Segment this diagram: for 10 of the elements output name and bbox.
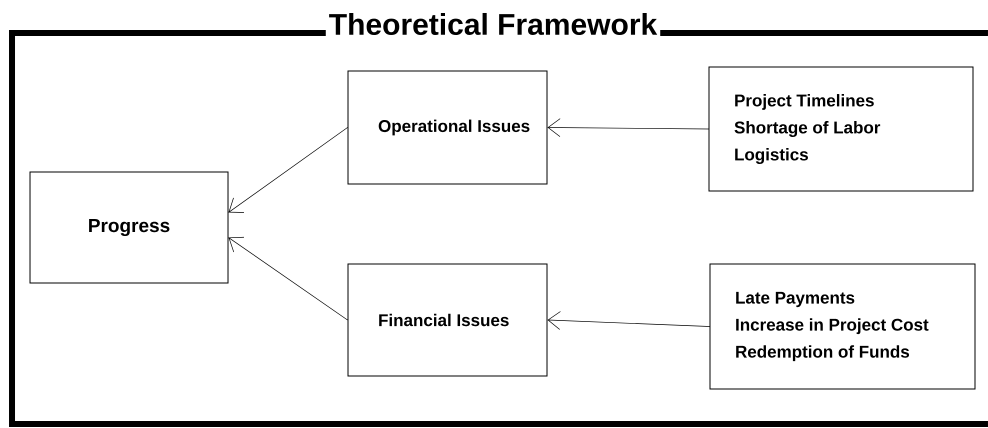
box: Project Timelines Shortage of Labor Logistics <box>708 66 974 192</box>
arrow <box>548 311 710 330</box>
box: Progress <box>30 172 229 284</box>
arrow <box>548 118 709 137</box>
box: Financial Issues <box>348 264 548 376</box>
box: Late Payments Increase in Project Cost Redemption of Funds <box>710 264 976 390</box>
arrow <box>228 236 348 320</box>
title: Theoretical Framework <box>326 12 660 36</box>
arrow <box>228 127 348 213</box>
box: Operational Issues <box>348 70 548 184</box>
